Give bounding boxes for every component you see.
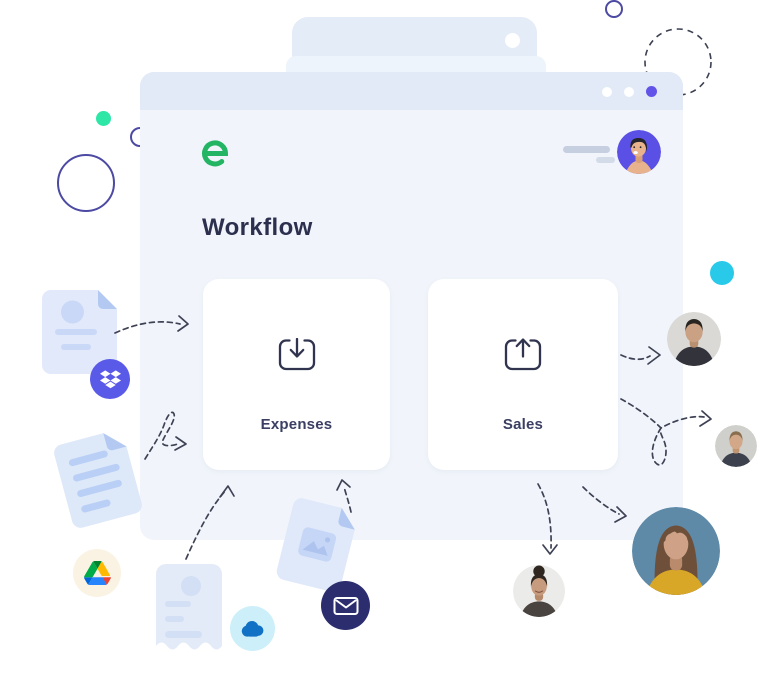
upload-tray-icon [504, 338, 542, 371]
big-ring-left [57, 154, 115, 212]
onedrive-cloud-icon [230, 606, 275, 651]
dropbox-icon [90, 359, 130, 399]
cyan-dot [710, 261, 734, 285]
google-drive-icon [73, 549, 121, 597]
user-avatar[interactable] [617, 130, 661, 174]
page-title: Workflow [202, 214, 313, 242]
card-sales-label: Sales [502, 416, 544, 433]
avatar-man-dark-shirt [667, 312, 721, 366]
receipt-with-torn-edge [156, 564, 222, 650]
arrowhead [699, 410, 712, 427]
card-expenses[interactable]: Expenses [203, 279, 390, 470]
menu-text-placeholder-line1 [563, 146, 610, 153]
window-titlebar [140, 72, 683, 110]
avatar-woman-hair-bun [513, 565, 565, 617]
window-controls [602, 86, 657, 97]
download-tray-icon [278, 338, 315, 371]
window-control-dot[interactable] [624, 86, 634, 97]
background-window-tab [292, 17, 537, 62]
dashed-circle [644, 28, 712, 96]
tilted-text-document [54, 433, 142, 528]
card-expenses-label: Expenses [260, 416, 333, 433]
arrowhead [542, 544, 558, 555]
document-with-avatar-lines [42, 290, 117, 374]
background-window-edge [286, 56, 546, 72]
avatar-man-light-hair [715, 425, 757, 467]
small-ring-top [605, 0, 623, 18]
tab-dot [505, 33, 520, 48]
app-window: Workflow Expenses Sales [140, 72, 683, 540]
mint-dot [96, 111, 111, 126]
card-sales[interactable]: Sales [428, 279, 618, 470]
app-logo-e-icon[interactable] [198, 138, 232, 168]
window-control-dot[interactable] [602, 86, 612, 97]
window-control-dot[interactable] [646, 86, 657, 97]
menu-text-placeholder-line2 [596, 157, 615, 163]
mail-envelope-icon [321, 581, 370, 630]
avatar-woman-yellow-shirt [632, 507, 720, 595]
photo-document [276, 498, 355, 592]
